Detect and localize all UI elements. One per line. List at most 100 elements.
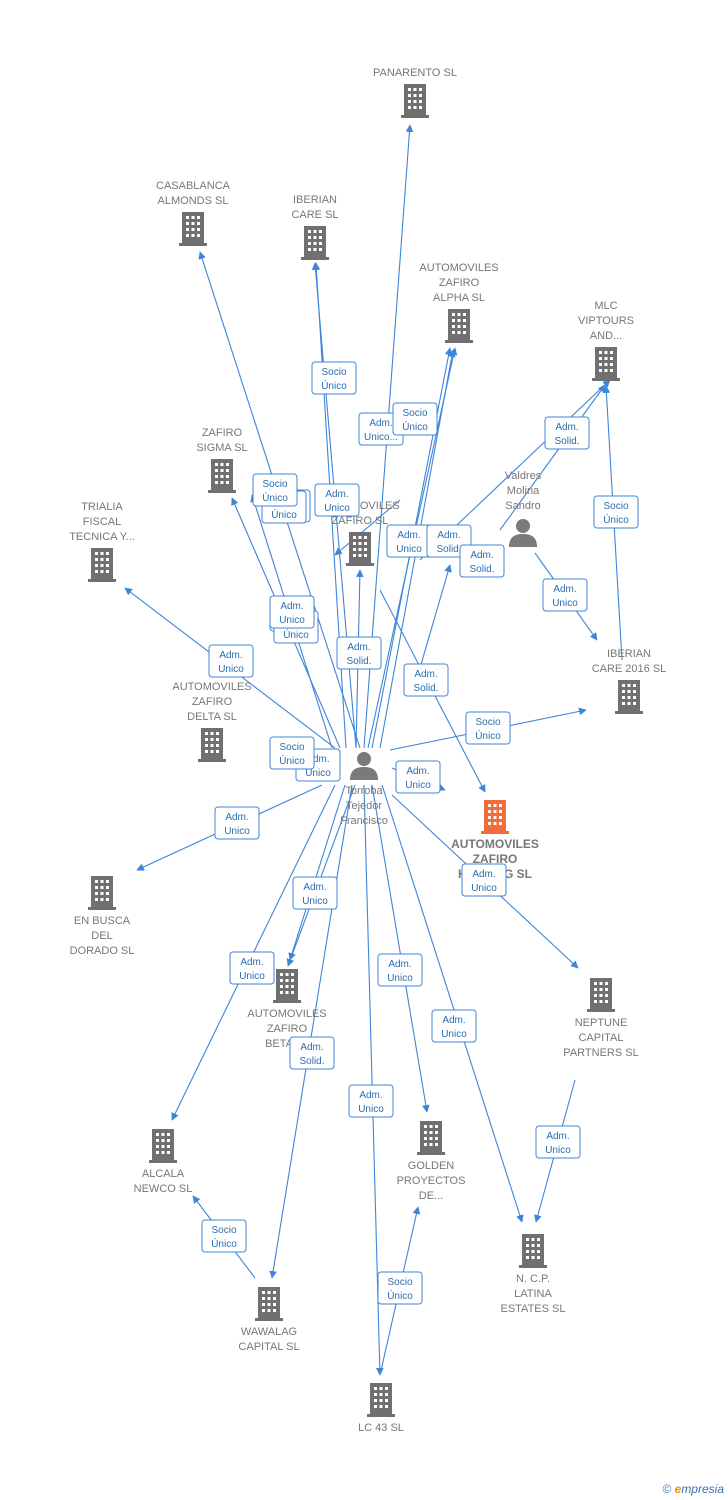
edge-label-text: Adm. bbox=[369, 418, 392, 429]
edge-label-text: Solid. bbox=[469, 564, 494, 575]
edge-label-text: Adm. bbox=[546, 1131, 569, 1142]
edge-label-box bbox=[314, 483, 360, 517]
edge-label-l25[interactable]: Adm.Unico bbox=[229, 951, 275, 985]
node-label-line: NEWCO SL bbox=[134, 1183, 193, 1195]
edge-label-text: Solid. bbox=[413, 683, 438, 694]
edge-label-text: Socio bbox=[603, 501, 628, 512]
edge-label-l27[interactable]: Adm.Unico bbox=[431, 1009, 477, 1043]
edge-label-l4[interactable]: Adm.Solid. bbox=[544, 416, 590, 450]
building-icon bbox=[445, 309, 473, 343]
node-panarento[interactable]: PANARENTO SL bbox=[373, 67, 457, 118]
edge-label-l23[interactable]: Adm.Unico bbox=[214, 806, 260, 840]
edge-label-text: Socio bbox=[387, 1277, 412, 1288]
edge-label-box bbox=[593, 495, 639, 529]
edge-label-box bbox=[311, 361, 357, 395]
brand-logo: empresia bbox=[675, 1482, 724, 1496]
edge-label-l28[interactable]: Adm.Unico bbox=[348, 1084, 394, 1118]
building-icon bbox=[367, 1383, 395, 1417]
relation-edge bbox=[269, 784, 353, 1279]
node-label-line: ZAFIRO bbox=[192, 696, 233, 708]
edge-label-l21[interactable]: Adm.Unico bbox=[395, 760, 441, 794]
node-label-line: DELTA SL bbox=[187, 711, 237, 723]
node-label-line: TECNICA Y... bbox=[69, 531, 135, 543]
edge-label-box bbox=[392, 402, 438, 436]
node-label-line: CARE 2016 SL bbox=[592, 663, 667, 675]
edge-label-text: Adm. bbox=[325, 489, 348, 500]
edge-label-l8[interactable]: Adm.Unico bbox=[314, 483, 360, 517]
edge-label-text: Adm. bbox=[300, 1042, 323, 1053]
edge-label-l29[interactable]: Adm.Solid. bbox=[289, 1036, 335, 1070]
building-icon bbox=[255, 1287, 283, 1321]
edge-label-text: Único bbox=[262, 491, 288, 504]
node-label-line: EN BUSCA bbox=[74, 915, 131, 927]
edge-label-l15[interactable]: Adm.Unico bbox=[208, 644, 254, 678]
edge-label-text: Único bbox=[283, 628, 309, 641]
edge-label-text: Unico bbox=[387, 973, 413, 984]
edge-label-l9[interactable]: Adm.Unico bbox=[386, 524, 432, 558]
edge-label-l12[interactable]: Adm. Solid. bbox=[336, 636, 382, 670]
edge-label-l18[interactable]: Adm.Solid. bbox=[403, 663, 449, 697]
edge-label-text: Solid. bbox=[346, 656, 371, 667]
node-golden[interactable]: GOLDENPROYECTOSDE... bbox=[397, 1121, 466, 1202]
node-label-line: ZAFIRO bbox=[267, 1023, 308, 1035]
node-label-line: ALCALA bbox=[142, 1168, 185, 1180]
relation-edge bbox=[419, 564, 452, 669]
edge-label-text: Adm. bbox=[437, 530, 460, 541]
node-label-line: WAWALAG bbox=[241, 1326, 297, 1338]
node-label-line: NEPTUNE bbox=[575, 1017, 628, 1029]
node-label-line: AUTOMOVILES bbox=[451, 837, 539, 851]
edge-label-box bbox=[201, 1219, 247, 1253]
edge-label-l26[interactable]: Adm.Unico bbox=[377, 953, 423, 987]
edge-label-l22[interactable]: Adm.Unico bbox=[461, 863, 507, 897]
node-label-line: TRIALIA bbox=[81, 501, 123, 513]
edge-label-text: Socio bbox=[262, 479, 287, 490]
node-label-line: AUTOMOVILES bbox=[419, 262, 498, 274]
edge-label-l13[interactable]: Adm.Unico bbox=[542, 578, 588, 612]
edge-label-l34[interactable]: Adm.Unico bbox=[269, 595, 315, 629]
edge-label-text: Unico bbox=[305, 768, 331, 779]
edge-label-l30[interactable]: Adm.Unico bbox=[535, 1125, 581, 1159]
node-mlc[interactable]: MLCVIPTOURSAND... bbox=[578, 300, 634, 381]
edge-label-text: Unico bbox=[279, 615, 305, 626]
building-icon bbox=[481, 800, 509, 834]
edge-label-text: Adm. bbox=[303, 882, 326, 893]
edge-label-box bbox=[269, 595, 315, 629]
node-label-line: SIGMA SL bbox=[196, 442, 247, 454]
edge-label-text: Único bbox=[321, 379, 347, 392]
relation-edge bbox=[286, 784, 356, 967]
edge-label-l24[interactable]: Adm.Unico bbox=[292, 876, 338, 910]
node-alcala[interactable]: ALCALA NEWCO SL bbox=[134, 1129, 193, 1195]
edge-label-box bbox=[377, 1271, 423, 1305]
edge-label-l11[interactable]: Adm.Solid. bbox=[459, 544, 505, 578]
edge-label-box bbox=[459, 544, 505, 578]
node-lc43[interactable]: LC 43 SL bbox=[358, 1383, 404, 1434]
edge-label-box bbox=[395, 760, 441, 794]
edge-label-text: Único bbox=[279, 754, 305, 767]
node-label-line: N. C.P. bbox=[516, 1273, 550, 1285]
edge-label-text: Adm. bbox=[347, 642, 370, 653]
